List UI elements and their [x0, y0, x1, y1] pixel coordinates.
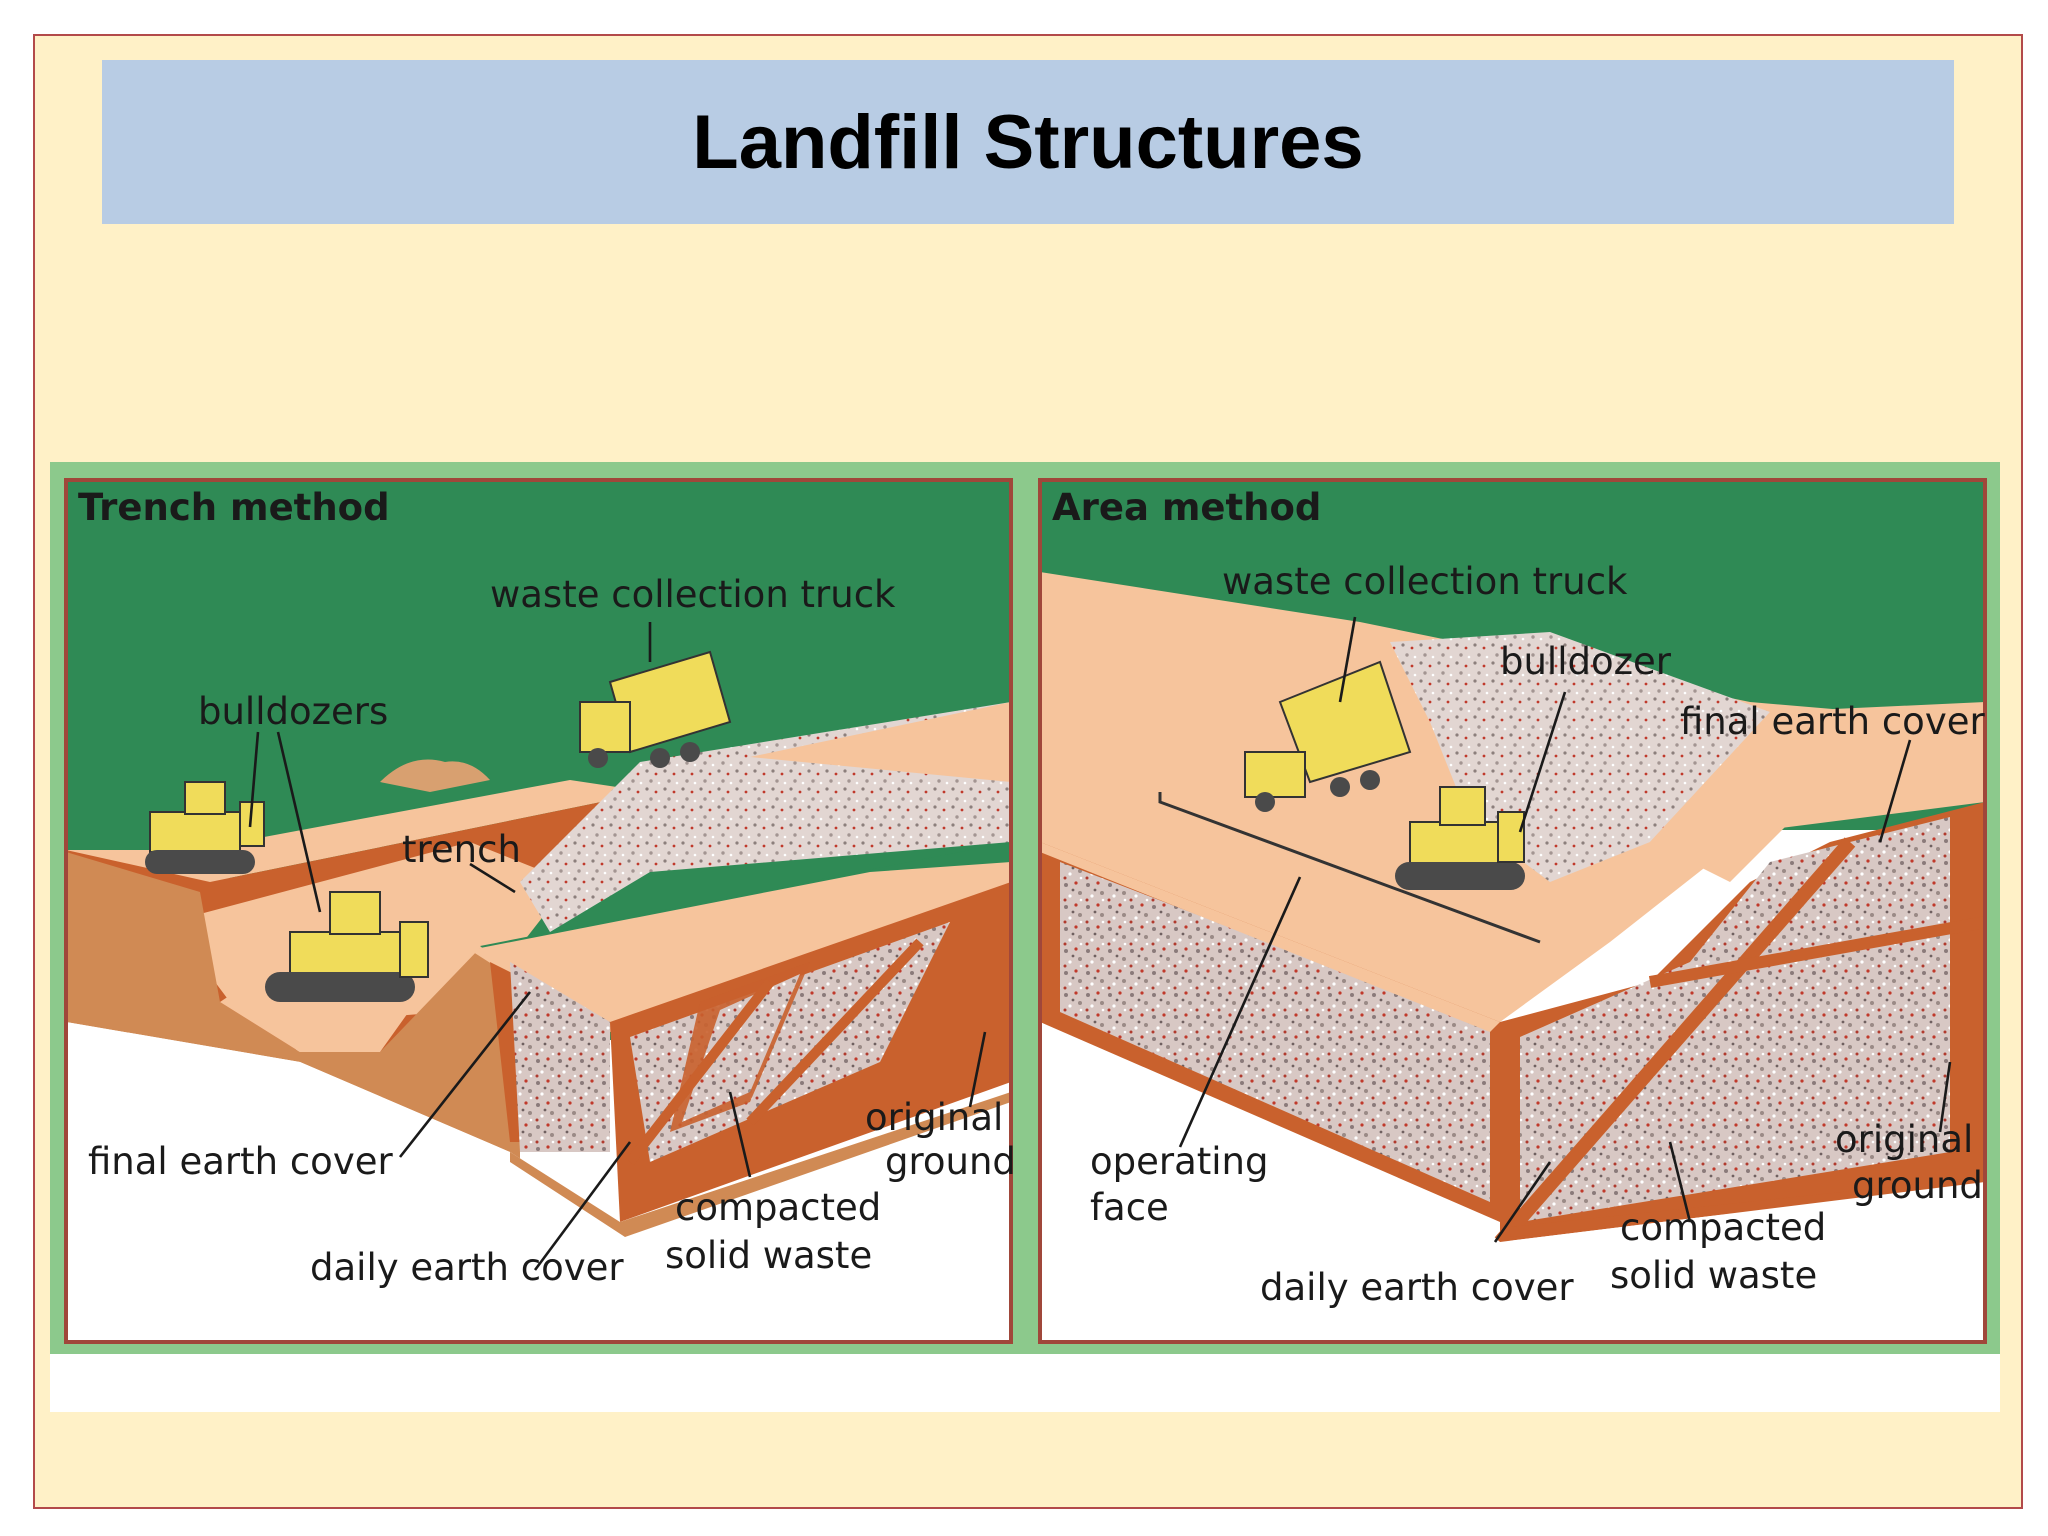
waste-truck-icon [579, 650, 732, 768]
landfill-figure: Trench method waste collection truck bul… [50, 462, 2000, 1416]
area-panel: Area method waste collection truck bulld… [1038, 478, 1987, 1344]
area-original-label-1: original [1835, 1118, 1973, 1161]
trench-compacted-label-1: compacted [675, 1186, 881, 1229]
bulldozer-icon [265, 891, 429, 1002]
area-compacted-label-1: compacted [1620, 1206, 1826, 1249]
trench-panel: Trench method waste collection truck bul… [64, 478, 1016, 1344]
bulldozer-icon [145, 781, 265, 874]
area-operating-label-1: operating [1090, 1140, 1269, 1183]
bulldozer-icon [1395, 786, 1525, 890]
trench-truck-label: waste collection truck [490, 573, 896, 616]
trench-original-label-2: ground [885, 1140, 1016, 1183]
area-operating-label-2: face [1090, 1186, 1169, 1229]
slide-title: Landfill Structures [692, 99, 1364, 185]
trench-label: trench [402, 828, 521, 871]
area-compacted-label-2: solid waste [1610, 1254, 1817, 1297]
trench-daily-cover-label: daily earth cover [310, 1246, 624, 1289]
trench-final-cover-label: final earth cover [88, 1140, 393, 1183]
waste-truck-icon [1244, 660, 1412, 812]
area-bulldozer-label: bulldozer [1500, 640, 1672, 683]
trench-title: Trench method [78, 486, 390, 529]
trench-original-label-1: original [865, 1096, 1003, 1139]
trench-compacted-label-2: solid waste [665, 1234, 872, 1277]
area-title: Area method [1052, 486, 1321, 529]
area-daily-cover-label: daily earth cover [1260, 1266, 1574, 1309]
area-original-label-2: ground [1852, 1164, 1983, 1207]
area-truck-label: waste collection truck [1222, 560, 1628, 603]
title-bar: Landfill Structures [102, 60, 1954, 224]
trench-bulldozers-label: bulldozers [198, 690, 388, 733]
area-final-cover-label: final earth cover [1680, 700, 1985, 743]
